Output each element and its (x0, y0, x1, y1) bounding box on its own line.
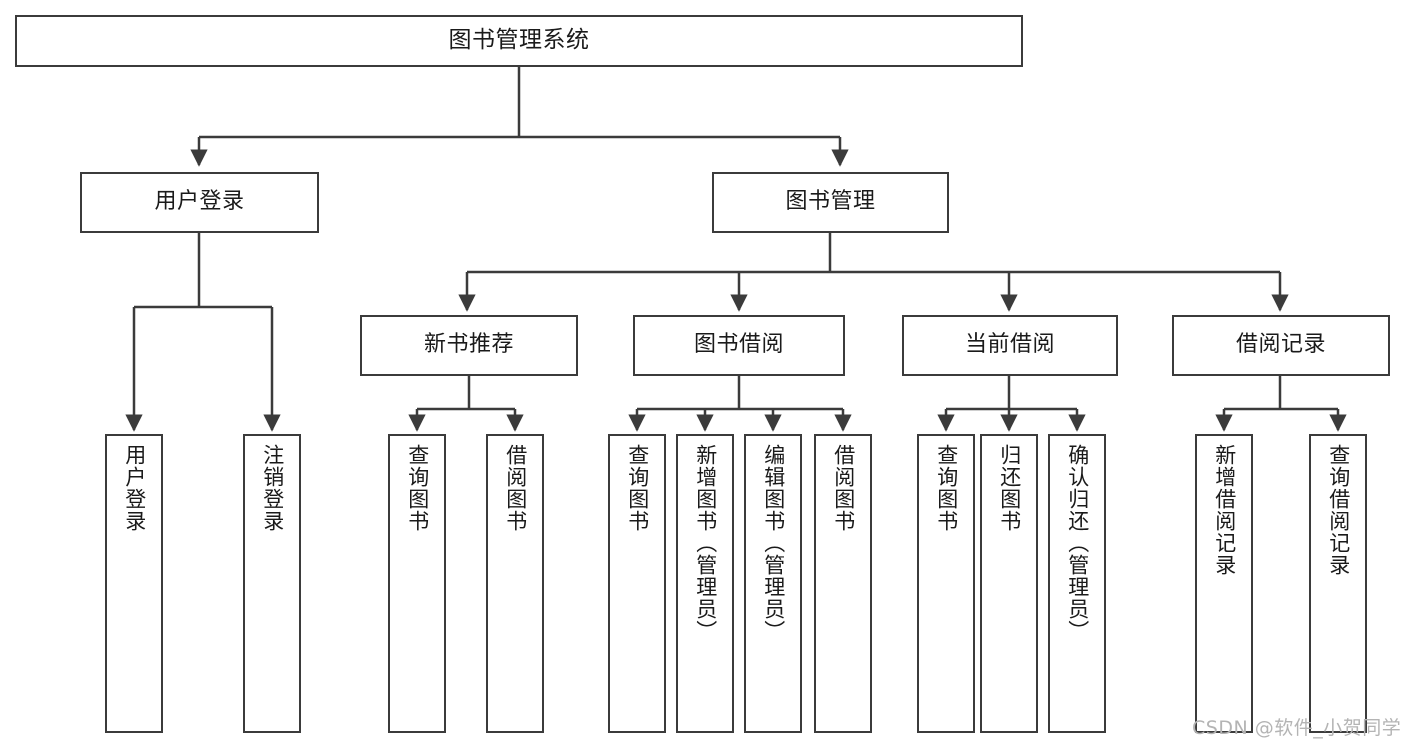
leaf-label: 借阅图书 (831, 444, 856, 532)
leaf-label: 归还图书 (997, 444, 1022, 532)
leaf-current-borrow-confirm[interactable]: 确认归还（管理员） (1048, 434, 1106, 733)
leaf-book-borrow-edit[interactable]: 编辑图书（管理员） (744, 434, 802, 733)
node-book-management[interactable]: 图书管理 (712, 172, 949, 233)
leaf-user-login-logout[interactable]: 注销登录 (243, 434, 301, 733)
leaf-label: 注销登录 (260, 444, 285, 532)
node-root-label: 图书管理系统 (448, 27, 590, 54)
node-new-book-recommend[interactable]: 新书推荐 (360, 315, 578, 376)
leaf-label: 新增图书（管理员） (693, 444, 718, 642)
node-current-borrow[interactable]: 当前借阅 (902, 315, 1118, 376)
node-book-management-label: 图书管理 (785, 189, 876, 215)
leaf-label: 查询图书 (625, 444, 650, 532)
node-root[interactable]: 图书管理系统 (15, 15, 1023, 67)
leaf-user-login-login[interactable]: 用户登录 (105, 434, 163, 733)
node-borrow-record-label: 借阅记录 (1235, 332, 1326, 358)
leaf-borrow-record-add[interactable]: 新增借阅记录 (1195, 434, 1253, 733)
leaf-current-borrow-query[interactable]: 查询图书 (917, 434, 975, 733)
leaf-book-borrow-query[interactable]: 查询图书 (608, 434, 666, 733)
leaf-label: 查询图书 (405, 444, 430, 532)
leaf-current-borrow-return[interactable]: 归还图书 (980, 434, 1038, 733)
leaf-book-borrow-lend[interactable]: 借阅图书 (814, 434, 872, 733)
leaf-label: 查询借阅记录 (1326, 444, 1351, 576)
leaf-label: 确认归还（管理员） (1065, 444, 1090, 642)
node-borrow-record[interactable]: 借阅记录 (1172, 315, 1390, 376)
leaf-book-borrow-add[interactable]: 新增图书（管理员） (676, 434, 734, 733)
leaf-label: 新增借阅记录 (1212, 444, 1237, 576)
leaf-label: 用户登录 (122, 444, 147, 532)
node-current-borrow-label: 当前借阅 (964, 332, 1055, 358)
leaf-new-book-borrow[interactable]: 借阅图书 (486, 434, 544, 733)
node-new-book-recommend-label: 新书推荐 (423, 332, 514, 358)
node-book-borrow[interactable]: 图书借阅 (633, 315, 845, 376)
leaf-new-book-query[interactable]: 查询图书 (388, 434, 446, 733)
leaf-label: 编辑图书（管理员） (761, 444, 786, 642)
leaf-label: 借阅图书 (503, 444, 528, 532)
leaf-borrow-record-query[interactable]: 查询借阅记录 (1309, 434, 1367, 733)
node-user-login[interactable]: 用户登录 (80, 172, 319, 233)
node-user-login-label: 用户登录 (154, 189, 245, 215)
leaf-label: 查询图书 (934, 444, 959, 532)
node-book-borrow-label: 图书借阅 (693, 332, 784, 358)
